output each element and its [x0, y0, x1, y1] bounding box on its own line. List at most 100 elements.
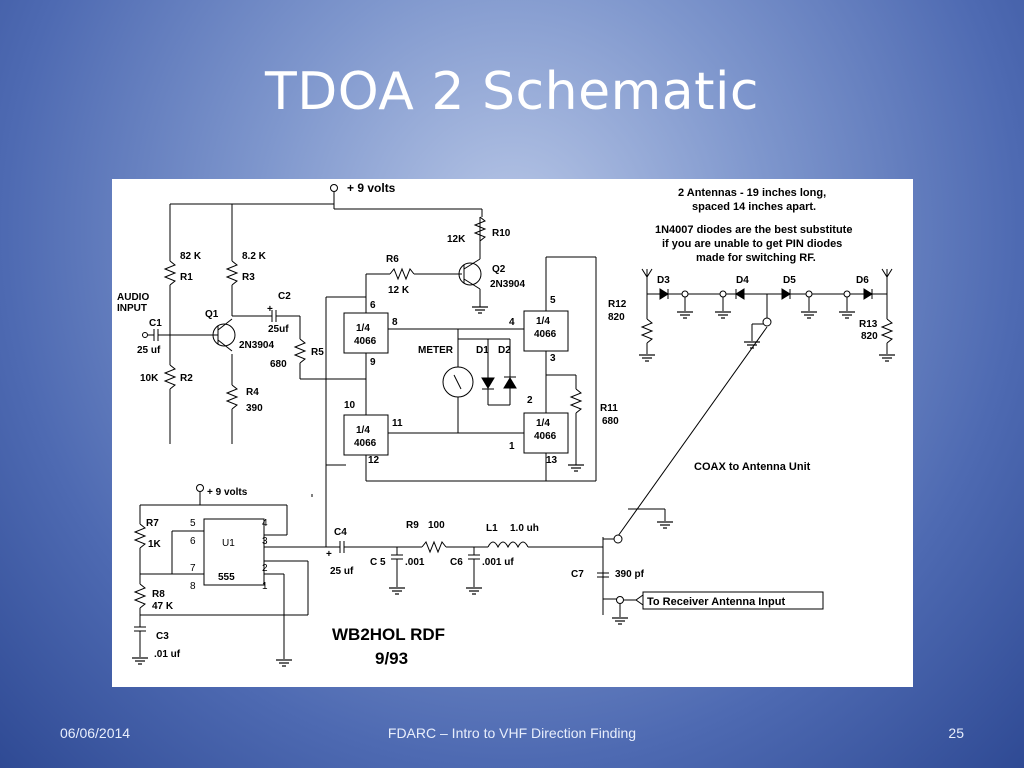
r2-label: R2 — [180, 373, 193, 384]
r11-label: R11 — [600, 403, 618, 414]
pin-label: 2 — [262, 563, 268, 574]
pin-label: 2 — [527, 395, 533, 406]
audio-input-label-2: INPUT — [117, 303, 147, 314]
gate-b-part: 4066 — [354, 438, 377, 449]
footer-date: 06/06/2014 — [60, 725, 131, 741]
receiver-input-label: To Receiver Antenna Input — [647, 596, 785, 608]
q2-part: 2N3904 — [490, 279, 525, 290]
footer-title: FDARC – Intro to VHF Direction Finding — [387, 725, 637, 741]
pin-label: 6 — [370, 300, 376, 311]
r5-value: 680 — [270, 359, 287, 370]
note-antennas-1: 2 Antennas - 19 inches long, — [678, 187, 826, 199]
pin-label: 8 — [190, 581, 196, 592]
credit-date: 9/93 — [375, 649, 408, 668]
pin-label: 10 — [344, 400, 356, 411]
schematic-diagram: + 9 volts 82 K R1 8.2 K R3 AUDIO INPUT C… — [112, 179, 913, 687]
d4-label: D4 — [736, 275, 749, 286]
note-diodes-3: made for switching RF. — [696, 252, 816, 264]
r9-value: 100 — [428, 520, 445, 531]
q2-label: Q2 — [492, 264, 506, 275]
c1-value: 25 uf — [137, 345, 161, 356]
gate-d-part: 4066 — [534, 431, 557, 442]
pin-label: 13 — [546, 455, 558, 466]
c7-value: 390 pf — [615, 569, 645, 580]
note-diodes-2: if you are unable to get PIN diodes — [662, 238, 842, 250]
r4-label: R4 — [246, 387, 259, 398]
r12-value: 820 — [608, 312, 625, 323]
u1-part: 555 — [218, 572, 235, 583]
c4-label: C4 — [334, 527, 347, 538]
audio-input-label-1: AUDIO — [117, 292, 149, 303]
u1-label: U1 — [222, 538, 235, 549]
note-diodes-1: 1N4007 diodes are the best substitute — [655, 224, 852, 236]
r1-value: 82 K — [180, 251, 202, 262]
r6-label: R6 — [386, 254, 399, 265]
r1-label: R1 — [180, 272, 193, 283]
d1-label: D1 — [476, 345, 489, 356]
r12-label: R12 — [608, 299, 627, 310]
gate-c-part: 4066 — [534, 329, 557, 340]
gate-b-fraction: 1/4 — [356, 425, 370, 436]
c7-label: C7 — [571, 569, 584, 580]
gate-d-fraction: 1/4 — [536, 418, 550, 429]
pin-label: 9 — [370, 357, 376, 368]
supply-label-bottom: + 9 volts — [207, 487, 248, 498]
d3-label: D3 — [657, 275, 670, 286]
r13-label: R13 — [859, 319, 878, 330]
c2-label: C2 — [278, 291, 291, 302]
r10-label: R10 — [492, 228, 511, 239]
l1-label: L1 — [486, 523, 498, 534]
pin-label: 4 — [509, 317, 515, 328]
c4-plus: + — [326, 549, 332, 560]
gate-a-part: 4066 — [354, 336, 377, 347]
c2-value: 25uf — [268, 324, 289, 335]
c2-plus: + — [267, 304, 273, 315]
r11-value: 680 — [602, 416, 619, 427]
c3-value: .01 uf — [154, 649, 181, 660]
r9-label: R9 — [406, 520, 419, 531]
r8-value: 47 K — [152, 601, 174, 612]
credit-callsign: WB2HOL RDF — [332, 625, 445, 644]
pin-label: 5 — [550, 295, 556, 306]
gate-a-fraction: 1/4 — [356, 323, 370, 334]
gate-c-fraction: 1/4 — [536, 316, 550, 327]
pin-label: 1 — [509, 441, 515, 452]
c5-value: .001 — [405, 557, 425, 568]
c4-value: 25 uf — [330, 566, 354, 577]
c6-value: .001 uf — [482, 557, 514, 568]
d6-label: D6 — [856, 275, 869, 286]
r5-label: R5 — [311, 347, 324, 358]
c1-label: C1 — [149, 318, 162, 329]
pin-label: 5 — [190, 518, 196, 529]
supply-label-top: + 9 volts — [347, 181, 396, 195]
pin-label: 12 — [368, 455, 380, 466]
r3-label: R3 — [242, 272, 255, 283]
pin-label: 8 — [392, 317, 398, 328]
c3-label: C3 — [156, 631, 169, 642]
meter-label: METER — [418, 345, 454, 356]
r4-value: 390 — [246, 403, 263, 414]
pin-label: 7 — [190, 563, 196, 574]
pin-label: 11 — [392, 418, 403, 429]
pin-label: 6 — [190, 536, 196, 547]
l1-value: 1.0 uh — [510, 523, 539, 534]
q1-part: 2N3904 — [239, 340, 274, 351]
q1-label: Q1 — [205, 309, 219, 320]
footer-page-number: 25 — [948, 725, 964, 741]
r2-value: 10K — [140, 373, 159, 384]
d2-label: D2 — [498, 345, 511, 356]
pin-label: 3 — [550, 353, 556, 364]
r7-label: R7 — [146, 518, 159, 529]
c6-label: C6 — [450, 557, 463, 568]
d5-label: D5 — [783, 275, 796, 286]
coax-label: COAX to Antenna Unit — [694, 461, 811, 473]
r7-value: 1K — [148, 539, 162, 550]
slide-title: TDOA 2 Schematic — [264, 62, 760, 122]
schematic-svg: + 9 volts 82 K R1 8.2 K R3 AUDIO INPUT C… — [117, 181, 896, 668]
pin-label: 3 — [262, 536, 268, 547]
r3-value: 8.2 K — [242, 251, 267, 262]
r10-value: 12K — [447, 234, 466, 245]
r6-value: 12 K — [388, 285, 410, 296]
pin-label: 1 — [262, 581, 268, 592]
note-antennas-2: spaced 14 inches apart. — [692, 201, 816, 213]
